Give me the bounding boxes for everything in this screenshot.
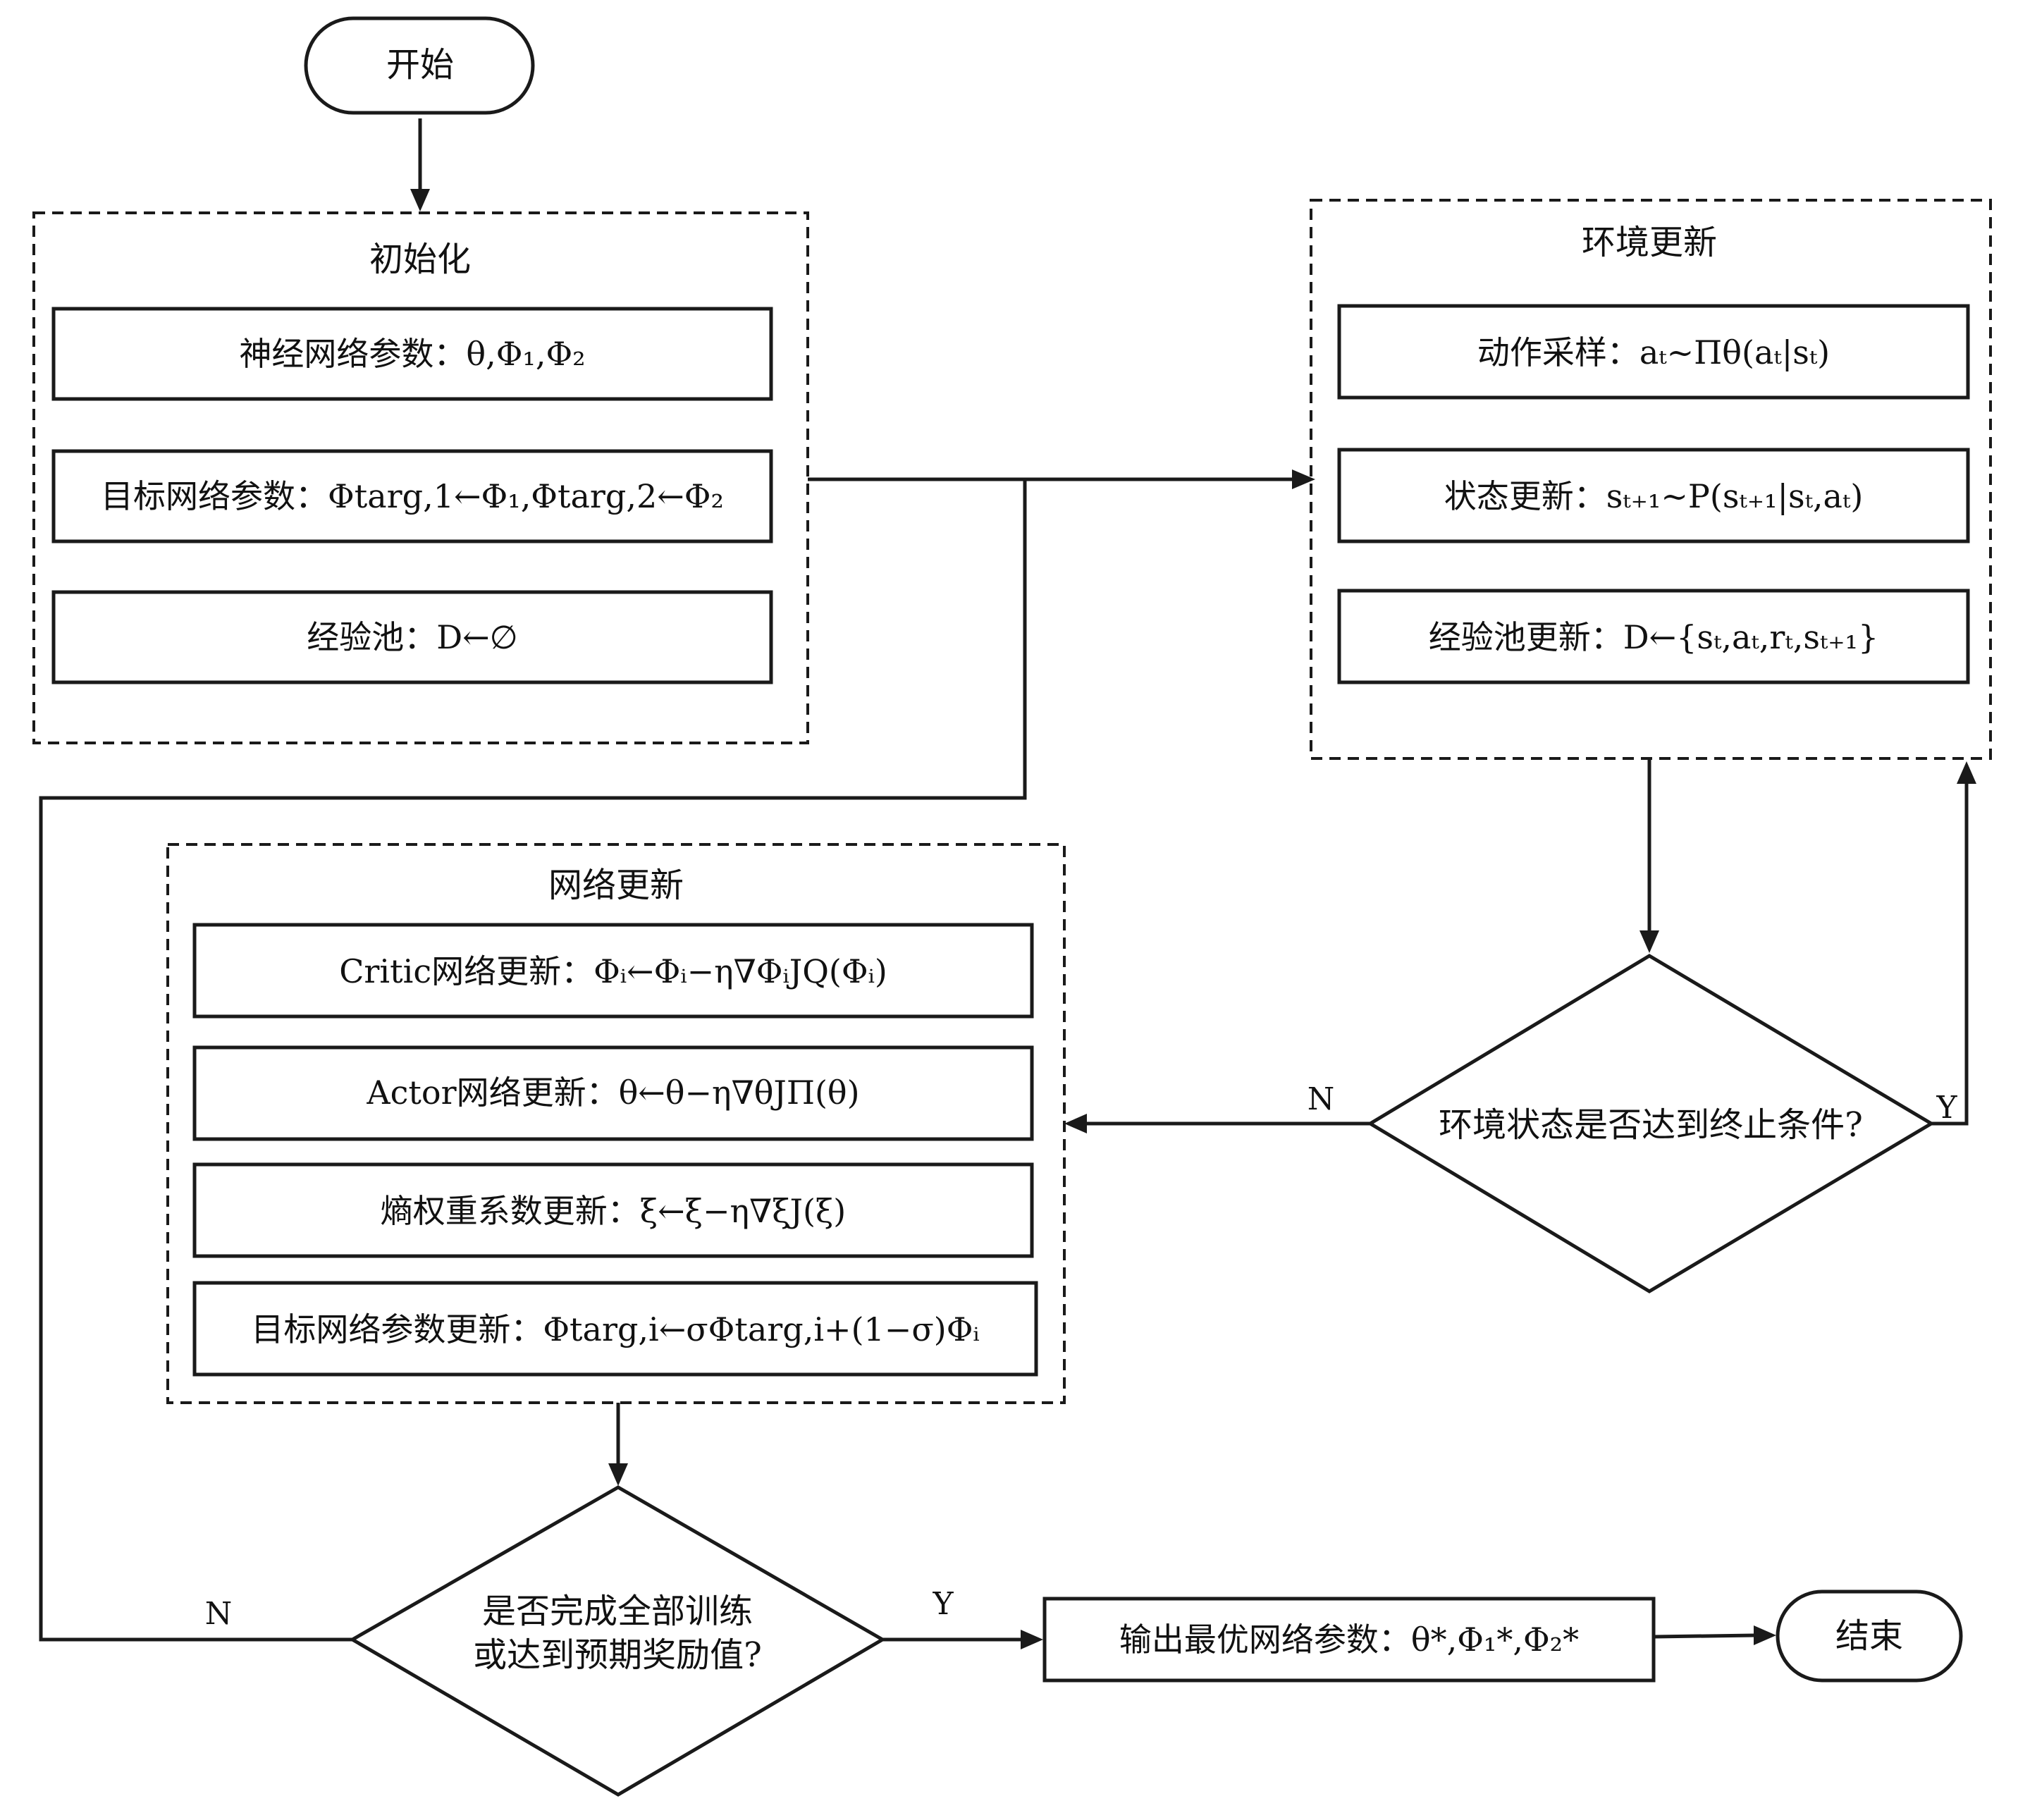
arrow-head (1957, 761, 1976, 784)
net-item-actor-update: Actor网络更新：θ←θ−η∇θJΠ(θ) (366, 1074, 859, 1112)
env-title: 环境更新 (1582, 223, 1717, 262)
net-title: 网络更新 (548, 866, 684, 905)
connectors (39, 118, 1976, 1649)
env-item-state-update: 状态更新：sₜ₊₁~P(sₜ₊₁|sₜ,aₜ) (1444, 477, 1864, 515)
decision-env-terminal: 环境状态是否达到终止条件? (1367, 954, 1935, 1293)
decision-train-line-2: 或达到预期奖励值? (473, 1635, 762, 1675)
net-item-target-params-update: 目标网络参数更新：Φtarg,i←σΦtarg,i+(1−σ)Φᵢ (251, 1310, 979, 1348)
arrow-head (1064, 1114, 1087, 1133)
init-title: 初始化 (369, 240, 471, 279)
arrow-head (1639, 930, 1659, 953)
end-terminal: 结束 (1776, 1590, 1963, 1683)
env-group: 环境更新 动作采样：aₜ~Πθ(aₜ|sₜ) 状态更新：sₜ₊₁~P(sₜ₊₁|… (1310, 199, 1992, 760)
init-item-target-params: 目标网络参数：Φtarg,1←Φ₁,Φtarg,2←Φ₂ (101, 477, 724, 515)
train-no-label: N (205, 1596, 233, 1632)
output-label: 输出最优网络参数：θ*,Φ₁*,Φ₂* (1119, 1621, 1579, 1659)
output-box: 输出最优网络参数：θ*,Φ₁*,Φ₂* (1042, 1597, 1656, 1683)
net-item-critic-update: Critic网络更新：Φᵢ←Φᵢ−η∇ΦᵢJQ(Φᵢ) (339, 952, 887, 990)
train-yes-label: Y (932, 1586, 954, 1622)
arrow-head (1292, 469, 1315, 489)
arrow-head (410, 189, 430, 211)
arrow-head (1021, 1630, 1043, 1649)
arrow-head (608, 1463, 628, 1486)
env-yes-label: Y (1936, 1090, 1957, 1126)
arrow-train-no-loop (39, 479, 1027, 1642)
end-label: 结束 (1835, 1616, 1903, 1656)
decision-env-label: 环境状态是否达到终止条件? (1439, 1105, 1863, 1145)
env-item-buffer-update: 经验池更新：D←{sₜ,aₜ,rₜ,sₜ₊₁} (1429, 618, 1879, 656)
init-group: 初始化 神经网络参数：θ,Φ₁,Φ₂ 目标网络参数：Φtarg,1←Φ₁,Φta… (32, 211, 809, 744)
decision-train-complete: 是否完成全部训练 或达到预期奖励值? (349, 1485, 886, 1797)
arrow-output-to-end (1653, 1633, 1756, 1639)
init-item-replay-buffer: 经验池：D←∅ (307, 618, 518, 656)
env-item-action-sampling: 动作采样：aₜ~Πθ(aₜ|sₜ) (1477, 333, 1830, 371)
decision-train-line-1: 是否完成全部训练 (482, 1592, 753, 1631)
init-item-nn-params: 神经网络参数：θ,Φ₁,Φ₂ (239, 335, 585, 373)
net-item-entropy-weight-update: 熵权重系数更新：ξ←ξ−η∇ξJ(ξ) (381, 1192, 846, 1230)
env-no-label: N (1308, 1081, 1335, 1117)
branch-labels: N Y N Y (205, 1081, 1958, 1632)
start-label: 开始 (386, 45, 454, 85)
arrow-head (1754, 1625, 1776, 1645)
start-terminal: 开始 (304, 16, 535, 115)
arrow-decision-yes-to-env (1931, 782, 1969, 1126)
net-group: 网络更新 Critic网络更新：Φᵢ←Φᵢ−η∇ΦᵢJQ(Φᵢ) Actor网络… (166, 843, 1066, 1404)
